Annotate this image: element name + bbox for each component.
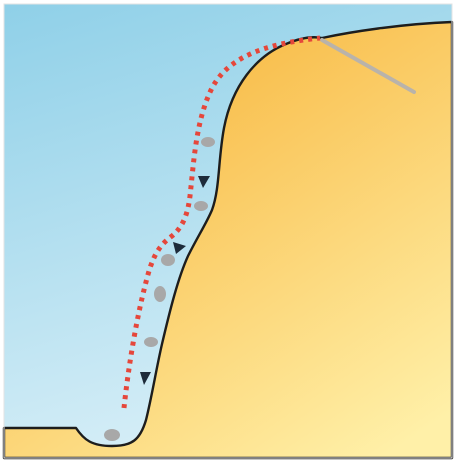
particle-3: [161, 254, 175, 266]
particle-4: [154, 286, 166, 302]
particle-2: [194, 201, 208, 211]
particle-5: [144, 337, 158, 347]
particle-1: [201, 137, 215, 147]
particle-6: [104, 429, 120, 441]
